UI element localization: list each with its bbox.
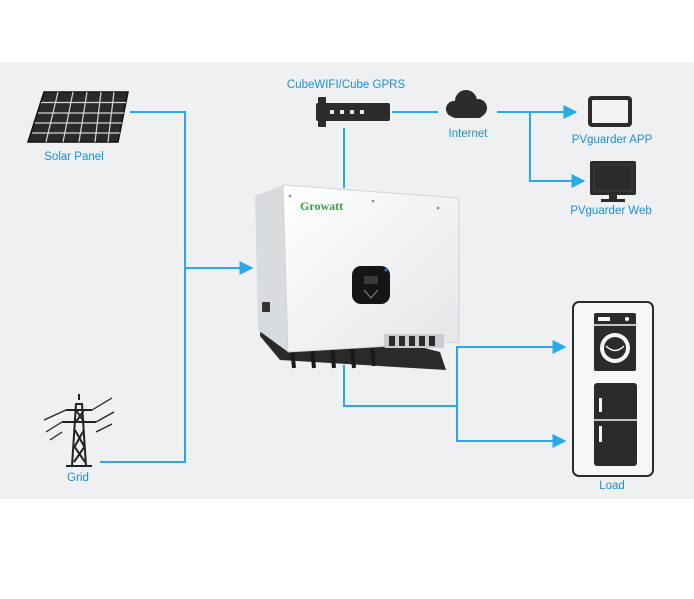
cube-wifi-icon <box>316 97 390 127</box>
refrigerator-icon <box>594 383 637 466</box>
connection-lines <box>100 105 586 463</box>
solar-panel-label: Solar Panel <box>44 151 103 163</box>
web-label: PVguarder Web <box>570 205 652 217</box>
load-label: Load <box>599 480 625 492</box>
load-branch-bottom-arrow <box>456 406 567 448</box>
grid-label: Grid <box>67 472 89 484</box>
grid-to-inverter-line <box>100 268 186 463</box>
inverter-to-load-line <box>343 365 457 407</box>
inverter-unit <box>255 184 460 370</box>
cube-label: CubeWIFI/Cube GPRS <box>287 79 406 91</box>
tablet-icon <box>588 96 632 127</box>
solar-panel-icon <box>26 91 129 143</box>
brand-logo: Growatt <box>300 199 343 213</box>
pylon-icon <box>43 394 115 467</box>
solar-to-inverter-line <box>130 111 186 268</box>
internet-to-web-arrow <box>529 112 586 188</box>
inverter-display-icon <box>352 266 390 304</box>
washing-machine-icon <box>594 313 636 371</box>
load-branch-top-arrow <box>456 340 567 406</box>
app-label: PVguarder APP <box>572 134 653 146</box>
monitor-icon <box>590 161 636 202</box>
internet-label: Internet <box>449 128 489 140</box>
cloud-icon <box>446 90 487 118</box>
